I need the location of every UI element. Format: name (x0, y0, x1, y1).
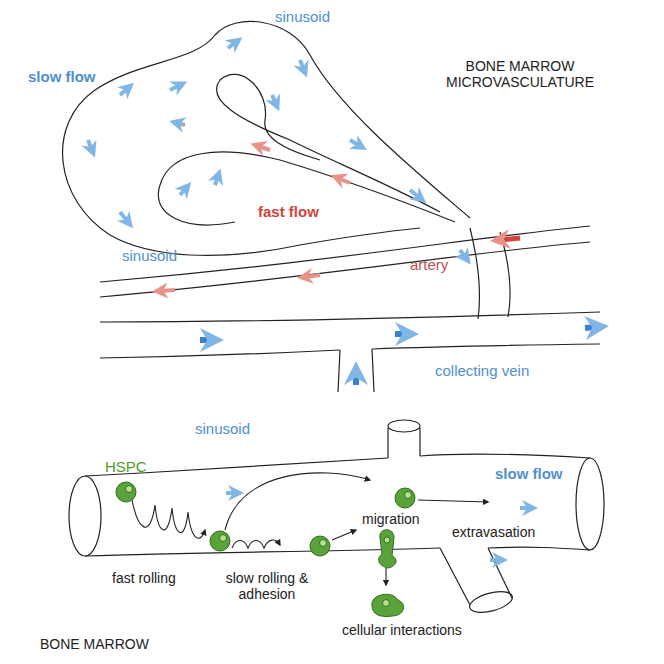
flow-label: slow flow (495, 465, 563, 482)
vessel-label: collecting vein (435, 362, 529, 379)
vessel-label: artery (410, 256, 448, 273)
process-label: extravasation (452, 524, 535, 540)
process-label: fast rolling (112, 570, 176, 586)
cell-label: HSPC (105, 458, 147, 475)
process-label: slow rolling & adhesion (212, 570, 322, 602)
vessel-label: sinusoid (195, 420, 250, 437)
vessel-label: sinusoid (275, 8, 330, 25)
process-label: migration (362, 511, 420, 527)
flow-label: slow flow (28, 68, 96, 85)
panel-title: BONE MARROW (40, 636, 149, 652)
process-label: cellular interactions (342, 622, 462, 638)
flow-label: fast flow (258, 203, 319, 220)
vessel-label: sinusoid (122, 247, 177, 264)
panel-title: BONE MARROW MICROVASCULATURE (440, 58, 600, 90)
